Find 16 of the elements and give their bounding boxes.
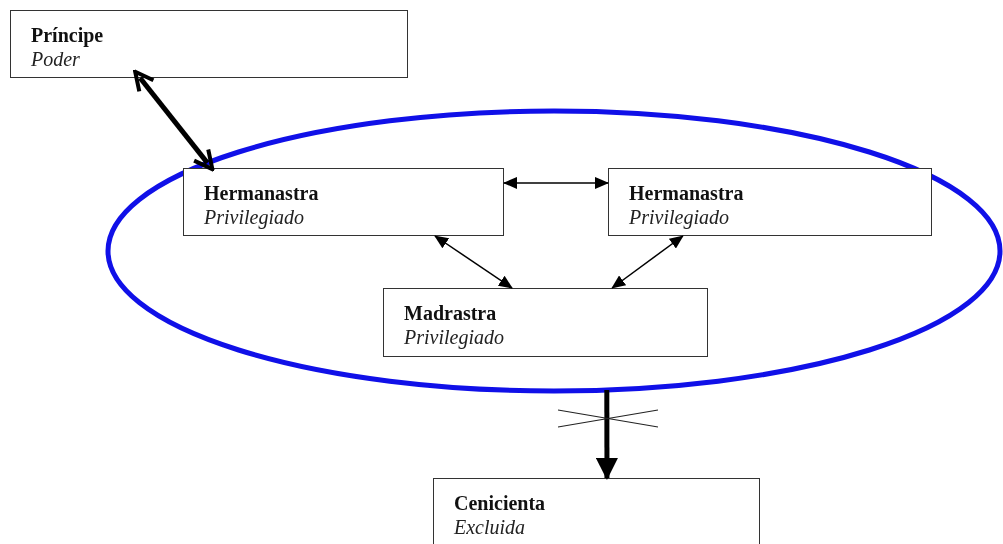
role-name: Hermanastra	[629, 181, 744, 205]
role-name: Cenicienta	[454, 491, 546, 515]
role-status: Privilegiado	[629, 205, 729, 229]
role-name: Madrastra	[404, 301, 497, 325]
group-ellipse	[105, 108, 1003, 394]
role-name: Príncipe	[31, 23, 104, 47]
role-name: Hermanastra	[204, 181, 319, 205]
role-status: Privilegiado	[404, 325, 504, 349]
role-status: Excluida	[454, 515, 526, 539]
role-status: Privilegiado	[204, 205, 304, 229]
role-box	[433, 478, 760, 544]
role-status: Poder	[31, 47, 80, 71]
role-box	[183, 168, 504, 236]
role-box	[10, 10, 408, 78]
role-box	[608, 168, 932, 236]
role-box	[383, 288, 708, 357]
